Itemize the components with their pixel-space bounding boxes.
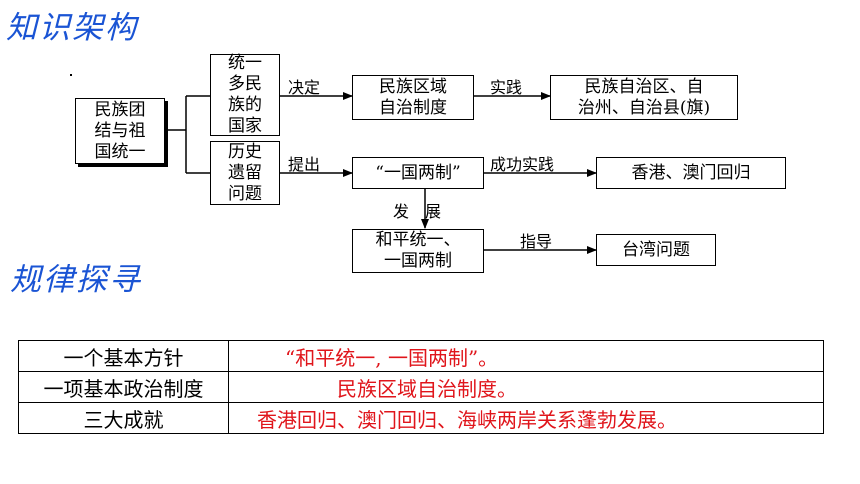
historical-issues-text: 历史 遗留 问题	[228, 141, 262, 204]
root-box: 民族团 结与祖 国统一	[75, 98, 165, 164]
row-value: 香港回归、澳门回归、海峡两岸关系蓬勃发展。	[228, 402, 824, 434]
table-row: 一项基本政治制度 民族区域自治制度。	[18, 371, 824, 403]
row-value: “和平统一, 一国两制”。	[228, 340, 824, 372]
regional-autonomy-box: 民族区域 自治制度	[352, 75, 474, 120]
label-guide: 指导	[520, 232, 553, 251]
row-key: 一个基本方针	[18, 340, 229, 372]
label-practice: 实践	[490, 78, 523, 97]
autonomous-areas-text: 民族自治区、自 治州、自治县(旗)	[577, 76, 711, 118]
hk-macau-return-text: 香港、澳门回归	[631, 162, 751, 183]
unified-multiethnic-country-box: 统一 多民 族的 国家	[210, 53, 280, 136]
table-row: 一个基本方针 “和平统一, 一国两制”。	[18, 340, 824, 372]
row-value: 民族区域自治制度。	[228, 371, 824, 403]
row-key: 三大成就	[18, 402, 229, 434]
peaceful-unification-box: 和平统一、 一国两制	[352, 229, 484, 273]
label-develop: 发 展	[393, 202, 442, 221]
one-country-two-systems-box: “一国两制”	[352, 157, 484, 189]
historical-issues-box: 历史 遗留 问题	[210, 141, 280, 205]
stray-dot	[70, 74, 72, 76]
taiwan-issue-text: 台湾问题	[622, 239, 690, 260]
one-country-two-systems-text: “一国两制”	[375, 162, 461, 183]
knowledge-structure-heading: 知识架构	[6, 10, 138, 46]
taiwan-issue-box: 台湾问题	[596, 234, 716, 266]
unified-multiethnic-country-text: 统一 多民 族的 国家	[228, 53, 262, 136]
label-success-practice: 成功实践	[490, 155, 555, 174]
regional-autonomy-text: 民族区域 自治制度	[379, 76, 447, 118]
root-box-text: 民族团 结与祖 国统一	[94, 99, 146, 162]
peaceful-unification-text: 和平统一、 一国两制	[375, 230, 461, 271]
label-decide: 决定	[288, 78, 321, 97]
row-key: 一项基本政治制度	[18, 371, 229, 403]
label-propose: 提出	[288, 155, 321, 174]
summary-table: 一个基本方针 “和平统一, 一国两制”。 一项基本政治制度 民族区域自治制度。 …	[18, 340, 824, 434]
pattern-exploration-heading: 规律探寻	[10, 262, 142, 298]
table-row: 三大成就 香港回归、澳门回归、海峡两岸关系蓬勃发展。	[18, 402, 824, 434]
hk-macau-return-box: 香港、澳门回归	[596, 157, 786, 189]
autonomous-areas-box: 民族自治区、自 治州、自治县(旗)	[550, 75, 738, 120]
